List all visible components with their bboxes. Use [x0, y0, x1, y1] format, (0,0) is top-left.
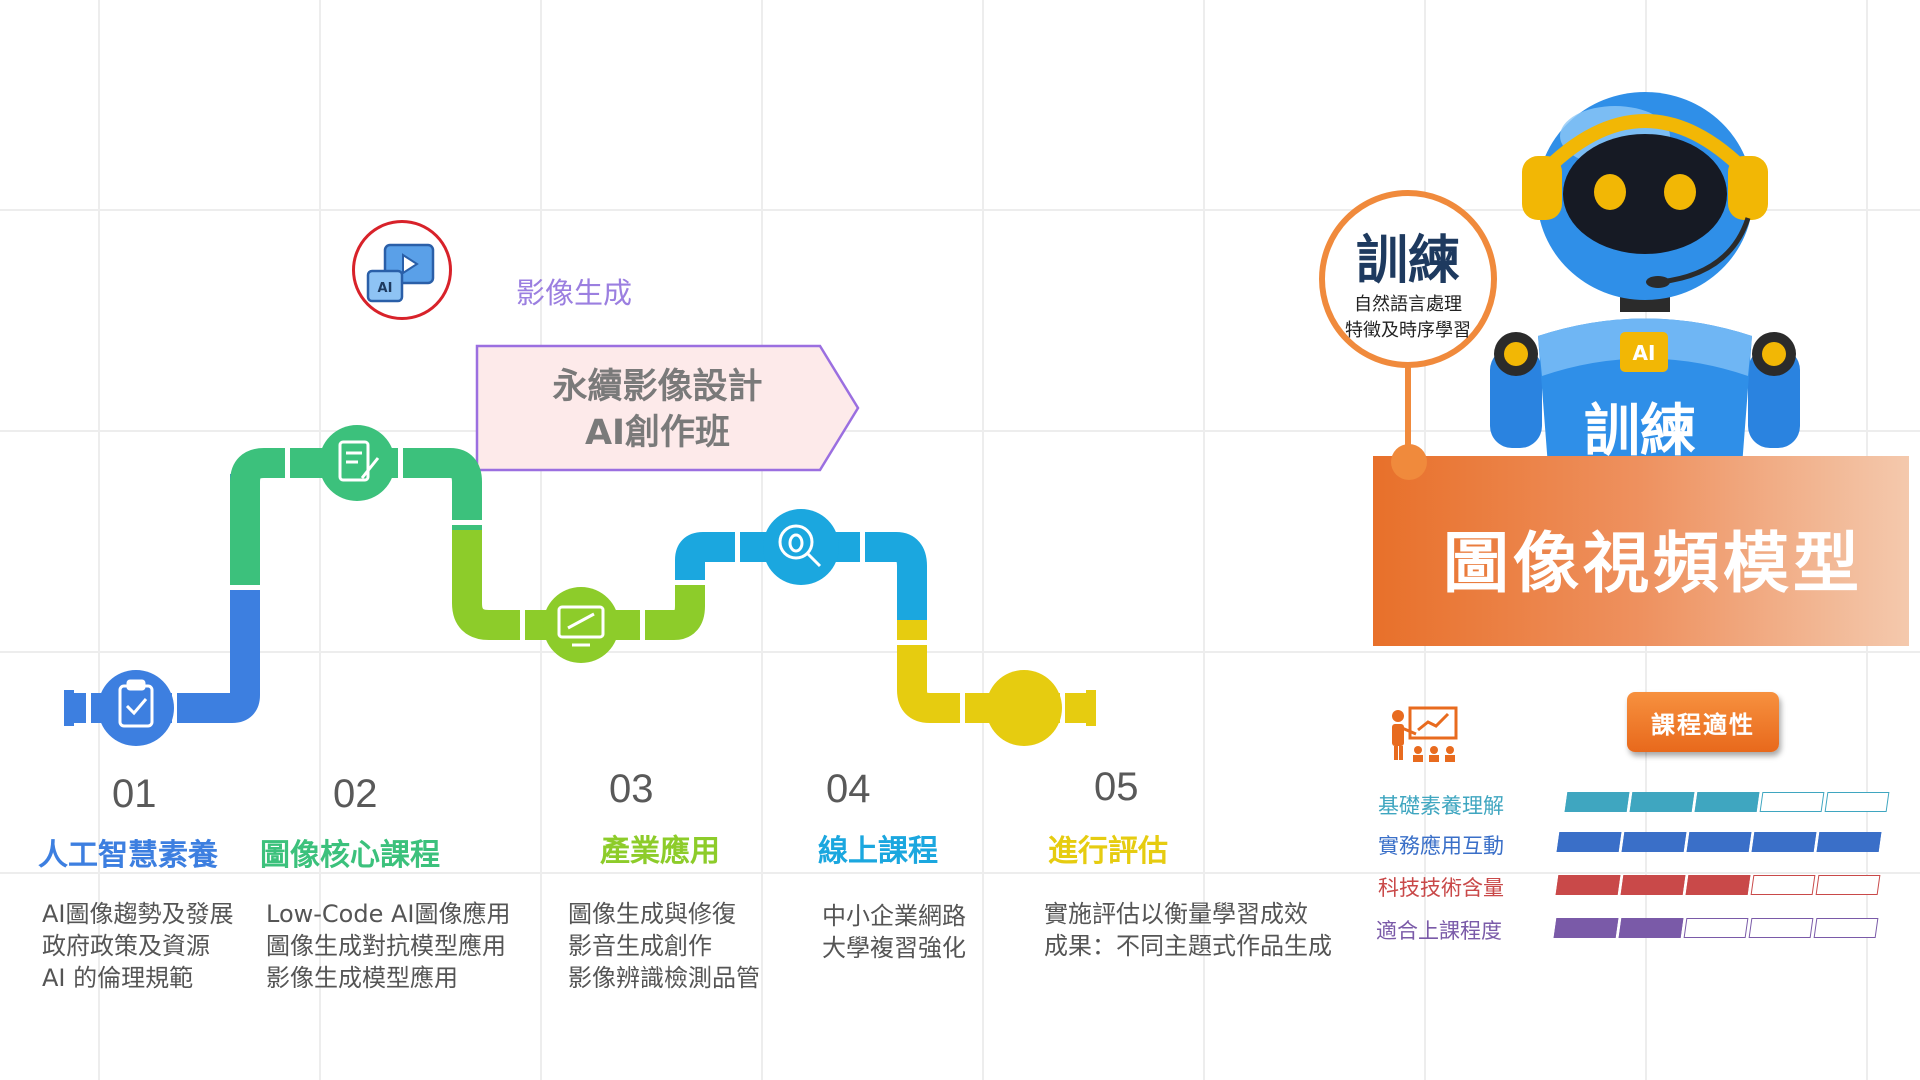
rating-segment	[1824, 792, 1890, 812]
step-3-description: 圖像生成與修復 影音生成創作 影像辨識檢測品管	[568, 898, 760, 994]
process-pipe	[64, 425, 1096, 746]
course-suitability-button[interactable]: 課程適性	[1627, 692, 1779, 752]
description-line: 影音生成創作	[568, 932, 712, 960]
rating-bar-basic	[1564, 792, 1890, 812]
ai-chip-text: AI	[378, 281, 393, 296]
bubble-anchor-dot	[1391, 444, 1427, 480]
step-4-description: 中小企業網路 大學複習強化	[822, 900, 966, 964]
description-line: 影像生成模型應用	[266, 964, 458, 992]
description-line: 成果：不同主題式作品生成	[1044, 932, 1332, 960]
ai-video-icon: AI	[352, 220, 452, 320]
step-node-1	[98, 670, 174, 746]
panel-title: 圖像視頻模型	[1443, 525, 1863, 602]
step-2-description: Low-Code AI圖像應用 圖像生成對抗模型應用 影像生成模型應用	[266, 898, 511, 994]
description-line: Low-Code AI圖像應用	[266, 900, 511, 928]
bubble-title: 訓練	[1355, 231, 1460, 291]
rating-label-basic: 基礎素養理解	[1378, 794, 1504, 818]
step-1-number: 01	[112, 772, 157, 816]
robot-illustration: AI	[1490, 92, 1800, 466]
rating-segment	[1751, 832, 1817, 852]
robot-training-label: 訓練	[1584, 399, 1696, 464]
step-3-title: 產業應用	[600, 834, 720, 869]
rating-segment	[1620, 875, 1686, 895]
rating-segment	[1556, 832, 1622, 852]
bug-search-icon	[778, 524, 822, 568]
model-panel	[1373, 456, 1909, 646]
monitor-design-icon	[557, 605, 605, 647]
chest-chip-text: AI	[1633, 341, 1656, 365]
step-node-5	[986, 670, 1062, 746]
bubble-subtitle: 自然語言處理 特徵及時序學習	[1325, 292, 1491, 344]
bubble-line-1: 自然語言處理	[1354, 294, 1462, 315]
step-2-title: 圖像核心課程	[260, 838, 440, 873]
step-node-3	[543, 587, 619, 663]
rating-segment	[1759, 792, 1825, 812]
description-line: 影像辨識檢測品管	[568, 964, 760, 992]
description-line: 中小企業網路	[822, 902, 966, 930]
banner-line-2: AI創作班	[584, 413, 731, 453]
rating-label-practical: 實務應用互動	[1378, 834, 1504, 858]
step-5-number: 05	[1094, 765, 1139, 809]
rating-segment	[1813, 918, 1879, 938]
step-4-title: 線上課程	[818, 834, 938, 869]
rating-segment	[1621, 832, 1687, 852]
step-4-number: 04	[826, 767, 871, 811]
rating-segment	[1694, 792, 1760, 812]
chest-chip	[1620, 332, 1668, 372]
rating-segment	[1618, 918, 1684, 938]
description-line: 大學複習強化	[822, 934, 966, 962]
step-3-number: 03	[609, 767, 654, 811]
description-line: AI圖像趨勢及發展	[42, 900, 234, 928]
rating-segment	[1686, 832, 1752, 852]
step-1-title: 人工智慧素養	[38, 838, 218, 873]
course-title-banner: 永續影像設計 AI創作班	[475, 344, 861, 474]
rating-bar-technology	[1555, 875, 1881, 895]
rating-segment	[1555, 875, 1621, 895]
bubble-line-2: 特徵及時序學習	[1345, 320, 1471, 341]
rating-segment	[1629, 792, 1695, 812]
banner-line-1: 永續影像設計	[552, 367, 763, 407]
rating-segment	[1553, 918, 1619, 938]
step-2-number: 02	[333, 772, 378, 816]
rating-bar-practical	[1556, 832, 1882, 852]
rating-segment	[1564, 792, 1630, 812]
description-line: 政府政策及資源	[42, 932, 210, 960]
rating-segment	[1750, 875, 1816, 895]
video-generation-label: 影像生成	[516, 276, 633, 310]
step-5-title: 進行評估	[1048, 834, 1168, 869]
rating-segment	[1748, 918, 1814, 938]
description-line: 圖像生成對抗模型應用	[266, 932, 506, 960]
description-line: 實施評估以衡量學習成效	[1044, 900, 1308, 928]
description-line: AI 的倫理規範	[42, 964, 194, 992]
rating-label-level: 適合上課程度	[1376, 919, 1502, 943]
rating-segment	[1816, 832, 1882, 852]
bubble-connector	[1405, 365, 1411, 455]
rating-segment	[1685, 875, 1751, 895]
step-1-description: AI圖像趨勢及發展 政府政策及資源 AI 的倫理規範	[42, 898, 234, 994]
rating-label-technology: 科技技術含量	[1378, 876, 1504, 900]
rating-segment	[1815, 875, 1881, 895]
training-bubble: 訓練 自然語言處理 特徵及時序學習	[1319, 190, 1497, 368]
clipboard-check-icon	[118, 679, 154, 728]
teacher-presentation-icon	[1392, 706, 1458, 762]
rating-segment	[1683, 918, 1749, 938]
step-5-description: 實施評估以衡量學習成效 成果：不同主題式作品生成	[1044, 898, 1332, 962]
document-edit-icon	[338, 440, 380, 482]
description-line: 圖像生成與修復	[568, 900, 736, 928]
rating-bar-level	[1553, 918, 1879, 938]
